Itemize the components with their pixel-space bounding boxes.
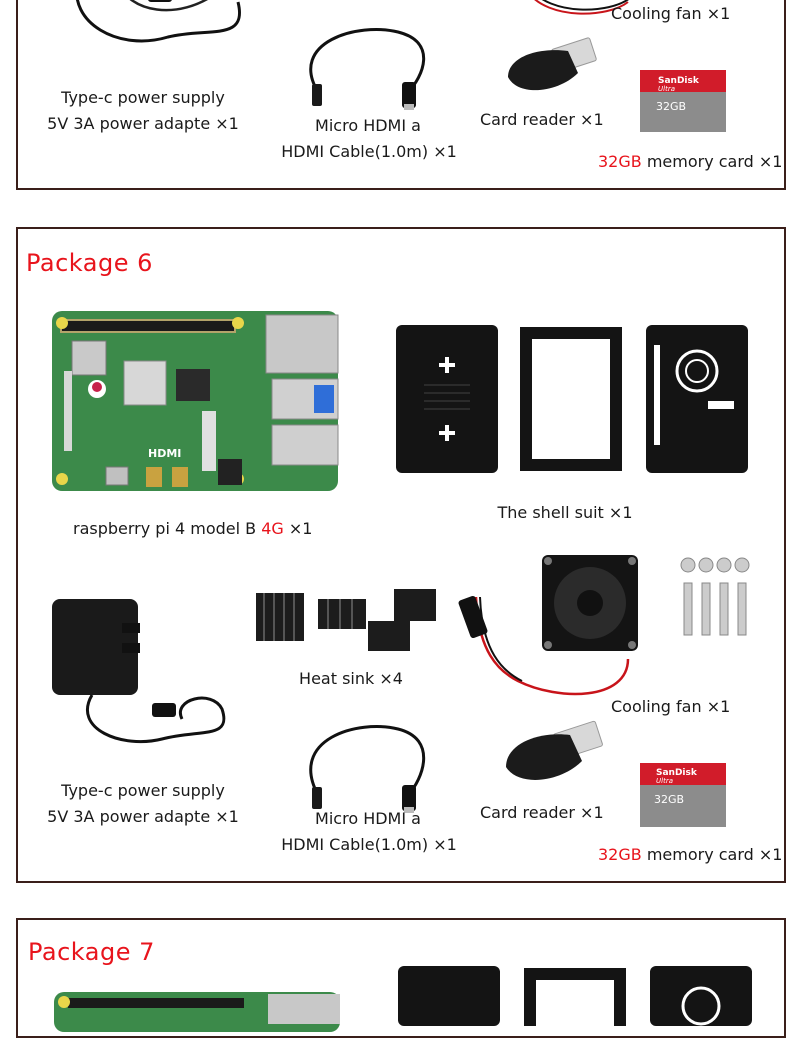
card-reader-image (508, 37, 597, 91)
heat-sink-image (256, 589, 436, 651)
board-hdmi-text: HDMI (148, 447, 181, 460)
package-7-title: Package 7 (28, 938, 155, 966)
fan-cable-image (534, 0, 629, 15)
sd-capacity-text: 32GB (656, 100, 686, 113)
card-reader-label: Card reader ×1 (480, 110, 604, 129)
power-adapter-image (52, 599, 226, 744)
memory-card-capacity: 32GB (598, 152, 642, 171)
power-supply-label-1: Type-c power supply (61, 88, 225, 107)
sd-line-text: Ultra (656, 777, 673, 785)
shell-suit-image (396, 325, 748, 473)
shell-suit-label: The shell suit ×1 (497, 503, 633, 522)
raspberry-pi-label: raspberry pi 4 model B 4G ×1 (73, 519, 312, 538)
package-6-panel: Package 6 HDMI raspberry pi 4 model B 4G… (16, 227, 786, 883)
pi-label-suffix: ×1 (283, 519, 313, 538)
sd-brand-text: SanDisk (658, 76, 700, 86)
hdmi-cable-image (309, 28, 426, 110)
pi-label-prefix: raspberry pi 4 model B (73, 519, 262, 538)
hdmi-cable-image (309, 725, 426, 813)
sd-card-image: SanDisk Ultra 32GB (640, 70, 726, 132)
shell-suit-image (398, 966, 752, 1030)
power-adapter-image (75, 0, 241, 43)
card-reader-label: Card reader ×1 (480, 803, 604, 822)
memory-card-capacity: 32GB (598, 845, 642, 864)
hdmi-cable-label-1: Micro HDMI a (315, 809, 421, 828)
cooling-fan-label: Cooling fan ×1 (611, 4, 731, 23)
sd-capacity-text: 32GB (654, 793, 684, 806)
cooling-fan-image (458, 555, 750, 696)
hdmi-cable-label-2: HDMI Cable(1.0m) ×1 (281, 835, 457, 854)
power-supply-label-2: 5V 3A power adapte ×1 (47, 114, 239, 133)
memory-card-text: memory card ×1 (641, 845, 783, 864)
memory-card-text: memory card ×1 (641, 152, 783, 171)
memory-card-label: 32GB memory card ×1 (598, 845, 782, 864)
card-reader-image (506, 720, 603, 780)
raspberry-pi-board-image: HDMI (52, 311, 339, 491)
hdmi-cable-label-2: HDMI Cable(1.0m) ×1 (281, 142, 457, 161)
raspberry-pi-board-image (54, 992, 340, 1032)
memory-card-label: 32GB memory card ×1 (598, 152, 782, 171)
sd-card-image: SanDisk Ultra 32GB (640, 763, 726, 827)
sd-brand-text: SanDisk (656, 768, 698, 778)
package-6-title: Package 6 (26, 249, 153, 277)
package-5-panel: Type-c power supply 5V 3A power adapte ×… (16, 0, 786, 190)
package-7-panel: Package 7 (16, 918, 786, 1038)
sd-line-text: Ultra (658, 85, 675, 93)
pi-label-memory: 4G (261, 519, 284, 538)
hdmi-cable-label-1: Micro HDMI a (315, 116, 421, 135)
power-supply-label-2: 5V 3A power adapte ×1 (47, 807, 239, 826)
power-supply-label-1: Type-c power supply (61, 781, 225, 800)
heat-sink-label: Heat sink ×4 (299, 669, 403, 688)
cooling-fan-label: Cooling fan ×1 (611, 697, 731, 716)
